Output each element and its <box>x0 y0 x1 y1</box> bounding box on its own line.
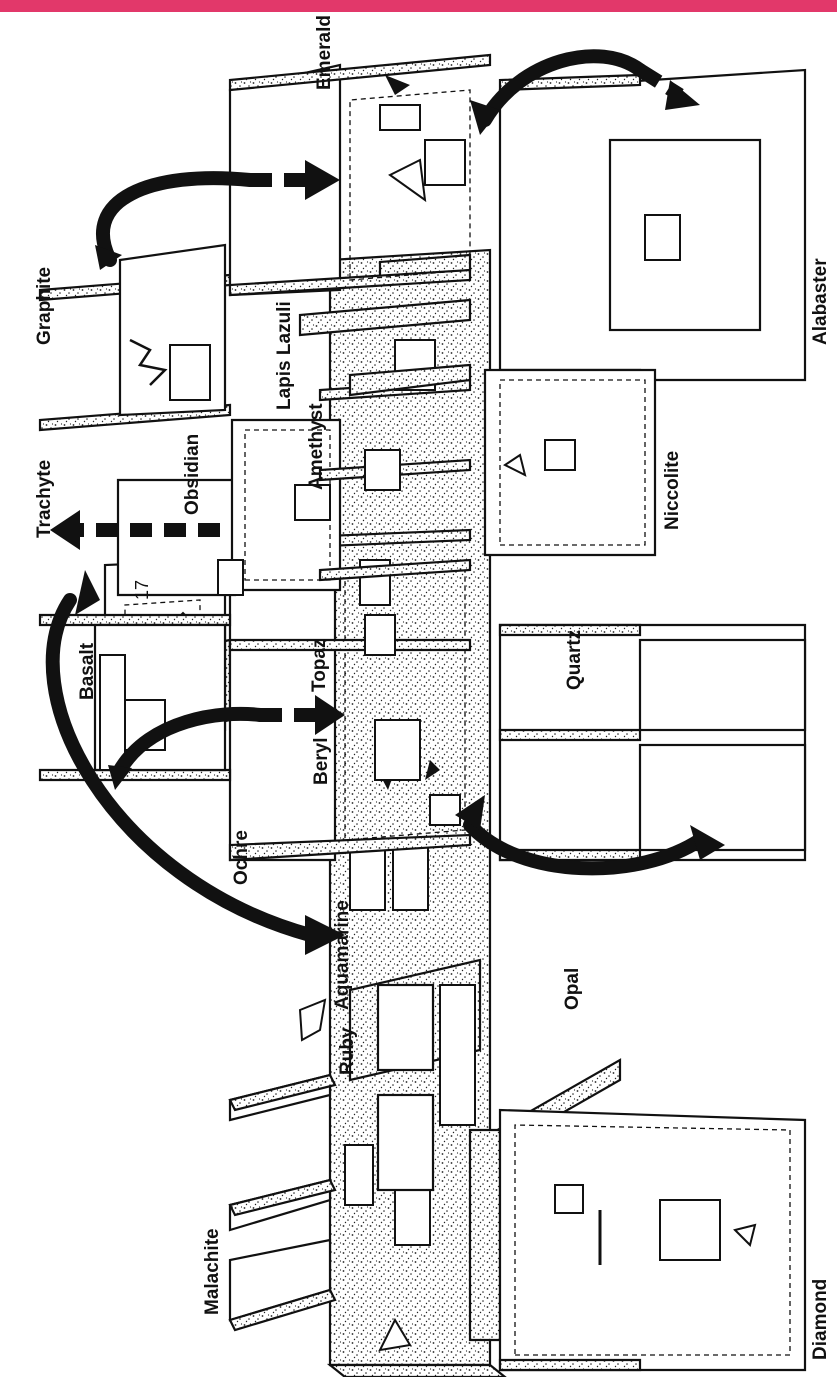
label-amethyst: Amethyst <box>306 403 327 490</box>
room-graphite <box>40 245 230 430</box>
room-alabaster <box>500 70 805 380</box>
label-graphite: Graphite <box>34 267 55 345</box>
label-trachyte: Trachyte <box>34 460 55 538</box>
room-marker-number: 17 <box>132 580 152 600</box>
label-quartz: Quartz <box>564 630 585 690</box>
label-malachite: Malachite <box>202 1228 223 1315</box>
label-emerald: Emerald <box>314 15 335 90</box>
label-ochre: Ochre <box>231 830 252 885</box>
label-opal: Opal <box>562 968 583 1010</box>
label-diamond: Diamond <box>810 1279 831 1360</box>
label-beryl: Beryl <box>311 737 332 785</box>
label-lapis-lazuli: Lapis Lazuli <box>274 301 295 410</box>
label-basalt: Basalt <box>77 642 98 700</box>
room-diamond <box>500 1110 805 1370</box>
room-niccolite <box>485 370 655 555</box>
label-alabaster: Alabaster <box>810 258 831 345</box>
label-niccolite: Niccolite <box>662 451 683 530</box>
arrow-emerald-exit <box>385 75 410 95</box>
label-obsidian: Obsidian <box>182 434 203 515</box>
room-quartz <box>500 625 805 860</box>
label-aquamarine: Aquamarine <box>332 900 353 1010</box>
label-ruby: Ruby <box>337 1027 358 1075</box>
label-topaz: Topaz <box>309 639 330 692</box>
